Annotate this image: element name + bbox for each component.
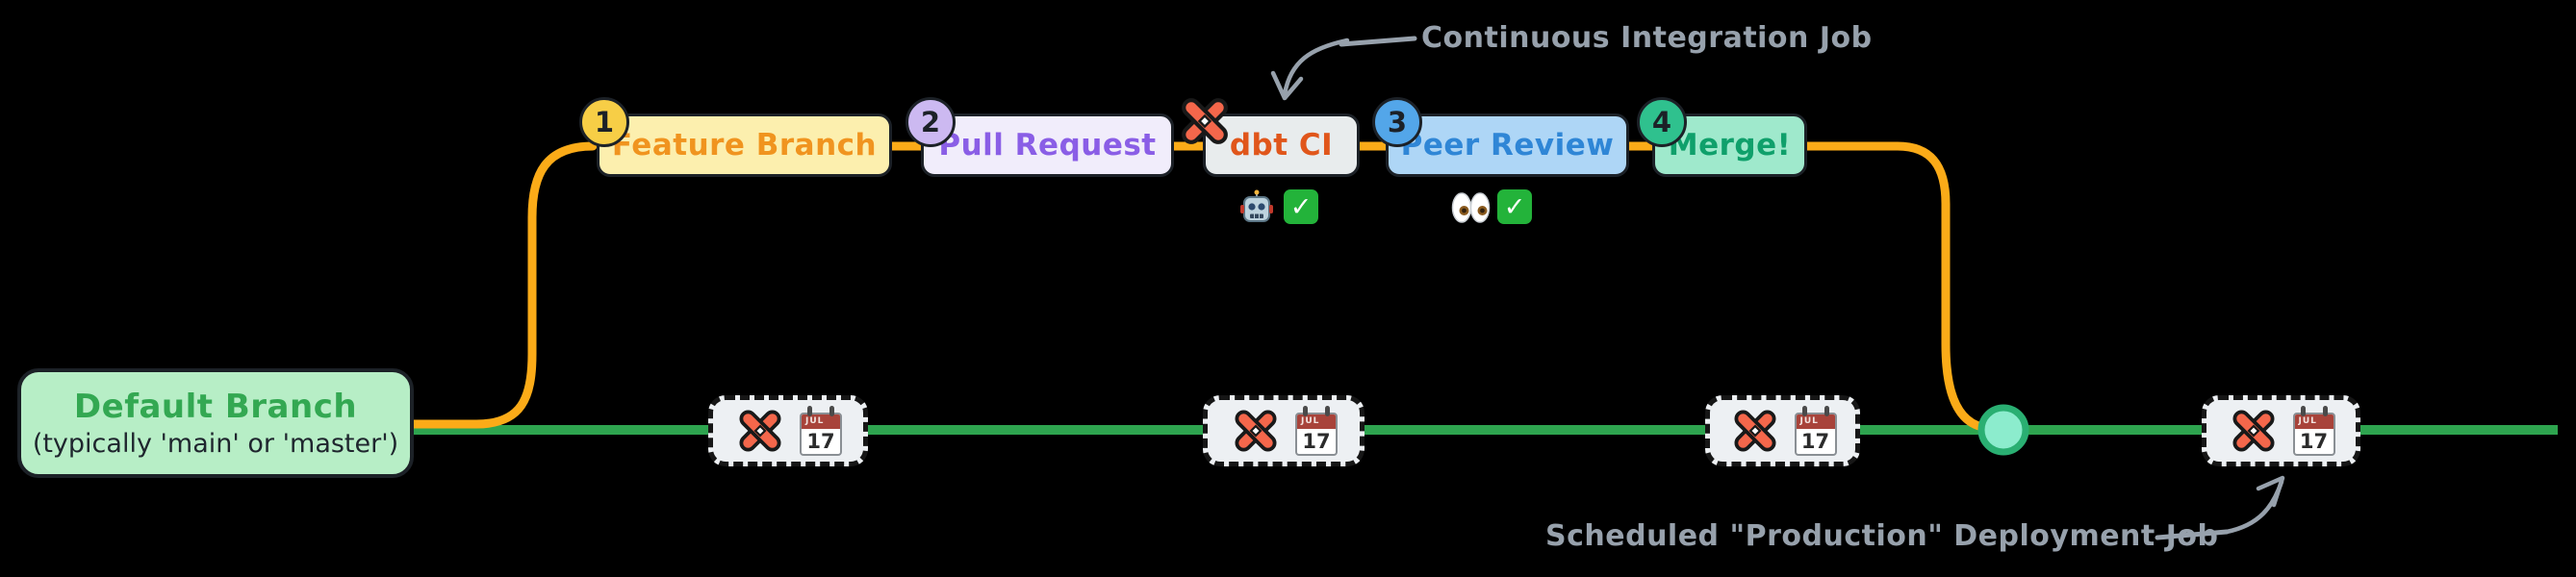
dbt-logo-icon [1731, 407, 1778, 455]
ci-annotation-arrow [1282, 38, 1350, 97]
feature-branch-line-down [1802, 141, 1987, 432]
calendar-month: JUL [1297, 414, 1336, 429]
step-peer-review: Peer Review [1386, 113, 1629, 177]
step-label: dbt CI [1229, 128, 1334, 163]
check-icon: ✓ [1497, 189, 1532, 224]
calendar-day: 17 [1800, 430, 1830, 453]
default-branch-title: Default Branch [73, 388, 358, 426]
step-number: 4 [1651, 106, 1672, 138]
scheduled-run-node: JUL 17 [1203, 395, 1365, 466]
calendar-day: 17 [2299, 430, 2329, 453]
step-label: Merge! [1668, 128, 1792, 163]
step-number: 1 [594, 106, 615, 138]
calendar-day: 17 [806, 430, 835, 453]
deploy-job-annotation: Scheduled "Production" Deployment Job [1545, 519, 2219, 553]
check-icon: ✓ [1284, 189, 1318, 224]
scheduled-run-node: JUL 17 [708, 395, 868, 466]
merge-commit-dot [1977, 404, 2029, 456]
dbt-logo-icon [2230, 407, 2277, 455]
step-number: 3 [1387, 106, 1408, 138]
ci-annotation-arrowhead [1270, 70, 1304, 101]
dbt-logo-icon [736, 407, 784, 455]
ci-annotation-dash [1339, 36, 1417, 47]
calendar-month: JUL [802, 414, 840, 429]
calendar-icon: JUL 17 [2292, 406, 2335, 456]
step-dbt-ci: dbt CI [1203, 113, 1360, 177]
step-number-badge: 2 [905, 97, 956, 147]
step-number: 2 [920, 106, 941, 138]
step-number-badge: 4 [1637, 97, 1687, 147]
deploy-annotation-arrowhead [2256, 475, 2285, 508]
step-label: Pull Request [938, 128, 1157, 163]
check-glyph: ✓ [1503, 191, 1526, 222]
scheduled-run-node: JUL 17 [2202, 395, 2360, 466]
default-branch-node: Default Branch (typically 'main' or 'mas… [17, 368, 414, 478]
calendar-month: JUL [2294, 414, 2334, 429]
step-label: Feature Branch [611, 128, 878, 163]
step-pull-request: Pull Request [921, 113, 1174, 177]
default-branch-subtitle: (typically 'main' or 'master') [32, 429, 399, 459]
step-feature-branch: Feature Branch [597, 113, 892, 177]
deploy-annotation-dash [2155, 529, 2230, 540]
calendar-icon: JUL 17 [800, 406, 842, 456]
step-number-badge: 3 [1372, 97, 1422, 147]
calendar-icon: JUL 17 [1295, 406, 1338, 456]
calendar-month: JUL [1796, 414, 1835, 429]
feature-branch-line-up [409, 141, 598, 429]
check-glyph: ✓ [1289, 191, 1313, 222]
calendar-icon: JUL 17 [1794, 406, 1837, 456]
dbt-logo-icon [1176, 90, 1234, 152]
step-number-badge: 1 [579, 97, 629, 147]
robot-icon [1240, 189, 1273, 222]
calendar-day: 17 [1302, 430, 1331, 453]
ci-job-annotation: Continuous Integration Job [1421, 21, 1873, 55]
eyes-icon [1451, 192, 1491, 223]
dbt-logo-icon [1232, 407, 1280, 455]
scheduled-run-node: JUL 17 [1705, 395, 1860, 466]
step-label: Peer Review [1400, 128, 1615, 163]
